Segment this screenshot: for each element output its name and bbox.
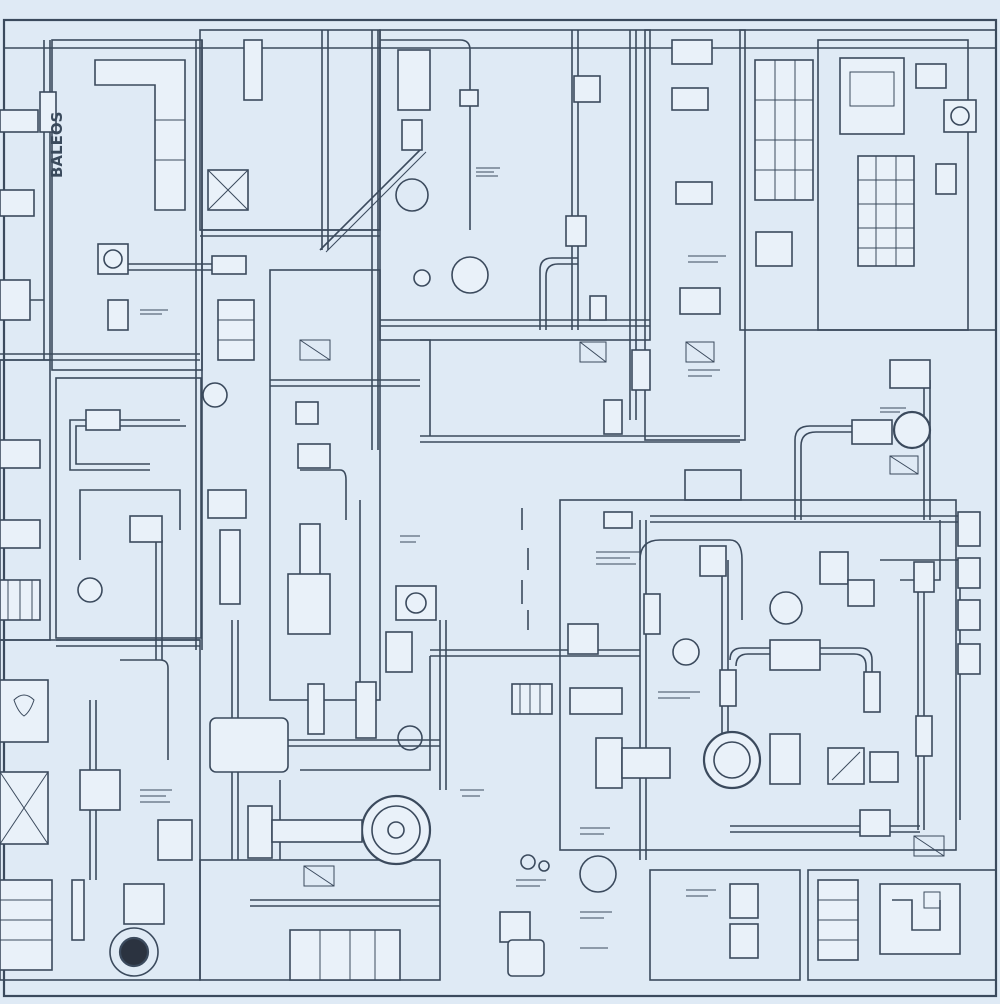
- gate-valve-icon: [401, 119, 423, 151]
- flange-coupling-icon: [603, 399, 623, 435]
- gate-valve-icon: [97, 243, 129, 275]
- ball-valve-icon: [297, 443, 331, 469]
- tank-vessel-icon: [287, 573, 331, 635]
- control-panel-icon: [0, 879, 53, 971]
- filter-housing-icon: [79, 769, 121, 811]
- control-panel-icon: [295, 401, 319, 425]
- control-panel-icon: [289, 929, 401, 981]
- flange-coupling-icon: [851, 419, 893, 445]
- flange-coupling-icon: [0, 189, 35, 217]
- tank-vessel-icon: [209, 717, 289, 773]
- annotation-marks: [140, 167, 945, 949]
- tank-vessel-icon: [507, 939, 545, 977]
- control-panel-icon: [839, 57, 905, 135]
- gate-valve-icon: [847, 579, 875, 607]
- flange-coupling-icon: [211, 255, 247, 275]
- filter-housing-icon: [0, 279, 31, 321]
- pressure-gauge-icon: [672, 638, 700, 666]
- flange-coupling-icon: [675, 181, 713, 205]
- flange-coupling-icon: [589, 295, 607, 321]
- ball-valve-icon: [85, 409, 121, 431]
- gate-valve-icon: [499, 911, 531, 943]
- filter-housing-icon: [573, 75, 601, 103]
- ball-valve-icon: [679, 287, 721, 315]
- control-panel-icon: [217, 299, 255, 361]
- flange-coupling-icon: [671, 39, 713, 65]
- control-panel-icon: [957, 599, 981, 631]
- tank-vessel-icon: [729, 883, 759, 919]
- control-panel-icon: [957, 511, 981, 547]
- control-panel-icon: [207, 489, 247, 519]
- flow-meter-icon: [889, 359, 931, 389]
- gate-valve-icon: [755, 231, 793, 267]
- flange-coupling-icon: [243, 39, 263, 101]
- pressure-gauge-icon: [413, 269, 431, 287]
- header-label: BALEOS: [48, 112, 66, 178]
- pressure-gauge-icon: [892, 410, 932, 450]
- flange-coupling-icon: [0, 439, 41, 469]
- flange-coupling-icon: [0, 519, 41, 549]
- flange-coupling-icon: [913, 561, 935, 593]
- flow-meter-icon: [769, 639, 821, 671]
- pressure-gauge-icon: [77, 577, 103, 603]
- flange-coupling-icon: [863, 671, 881, 713]
- ball-valve-icon: [859, 809, 891, 837]
- centrifugal-pump-icon: [595, 737, 623, 789]
- components: [0, 39, 981, 981]
- gate-valve-icon: [819, 551, 849, 585]
- gear-pump-icon: [702, 730, 762, 790]
- centrifugal-pump-icon: [118, 936, 150, 968]
- flange-coupling-icon: [643, 593, 661, 635]
- flange-coupling-icon: [915, 715, 933, 757]
- pressure-gauge-icon: [769, 591, 803, 625]
- control-panel-icon: [385, 631, 413, 673]
- flange-coupling-icon: [603, 511, 633, 529]
- pressure-gauge-icon: [397, 725, 423, 751]
- flow-meter-icon: [569, 687, 623, 715]
- centrifugal-pump-icon: [769, 733, 801, 785]
- control-panel-icon: [879, 883, 961, 955]
- filter-housing-icon: [699, 545, 727, 577]
- flange-coupling-icon: [355, 681, 377, 739]
- gear-pump-icon: [395, 585, 437, 621]
- control-panel-icon: [957, 643, 981, 675]
- flange-coupling-icon: [565, 215, 587, 247]
- control-panel-icon: [957, 557, 981, 589]
- flange-coupling-icon: [299, 523, 321, 579]
- flange-coupling-icon: [219, 529, 241, 605]
- region-frames: [0, 18, 998, 998]
- filter-housing-icon: [397, 49, 431, 111]
- flange-coupling-icon: [0, 109, 39, 133]
- flange-coupling-icon: [631, 349, 651, 391]
- flange-coupling-icon: [39, 91, 57, 133]
- filter-housing-icon: [935, 163, 957, 195]
- flange-coupling-icon: [307, 683, 325, 735]
- gear-pump-icon: [123, 883, 165, 925]
- pipe-runs: [0, 30, 961, 907]
- flange-coupling-icon: [71, 879, 85, 941]
- control-panel-icon: [754, 59, 814, 201]
- ball-valve-icon: [157, 819, 193, 861]
- control-panel-icon: [0, 679, 49, 743]
- flange-coupling-icon: [671, 87, 709, 111]
- ball-valve-icon: [567, 623, 599, 655]
- pressure-gauge-icon: [202, 382, 228, 408]
- control-panel-icon: [857, 155, 915, 267]
- gear-pump-icon: [943, 99, 977, 133]
- ball-valve-icon: [129, 515, 163, 543]
- centrifugal-pump-icon: [247, 805, 273, 859]
- flange-coupling-icon: [719, 669, 737, 707]
